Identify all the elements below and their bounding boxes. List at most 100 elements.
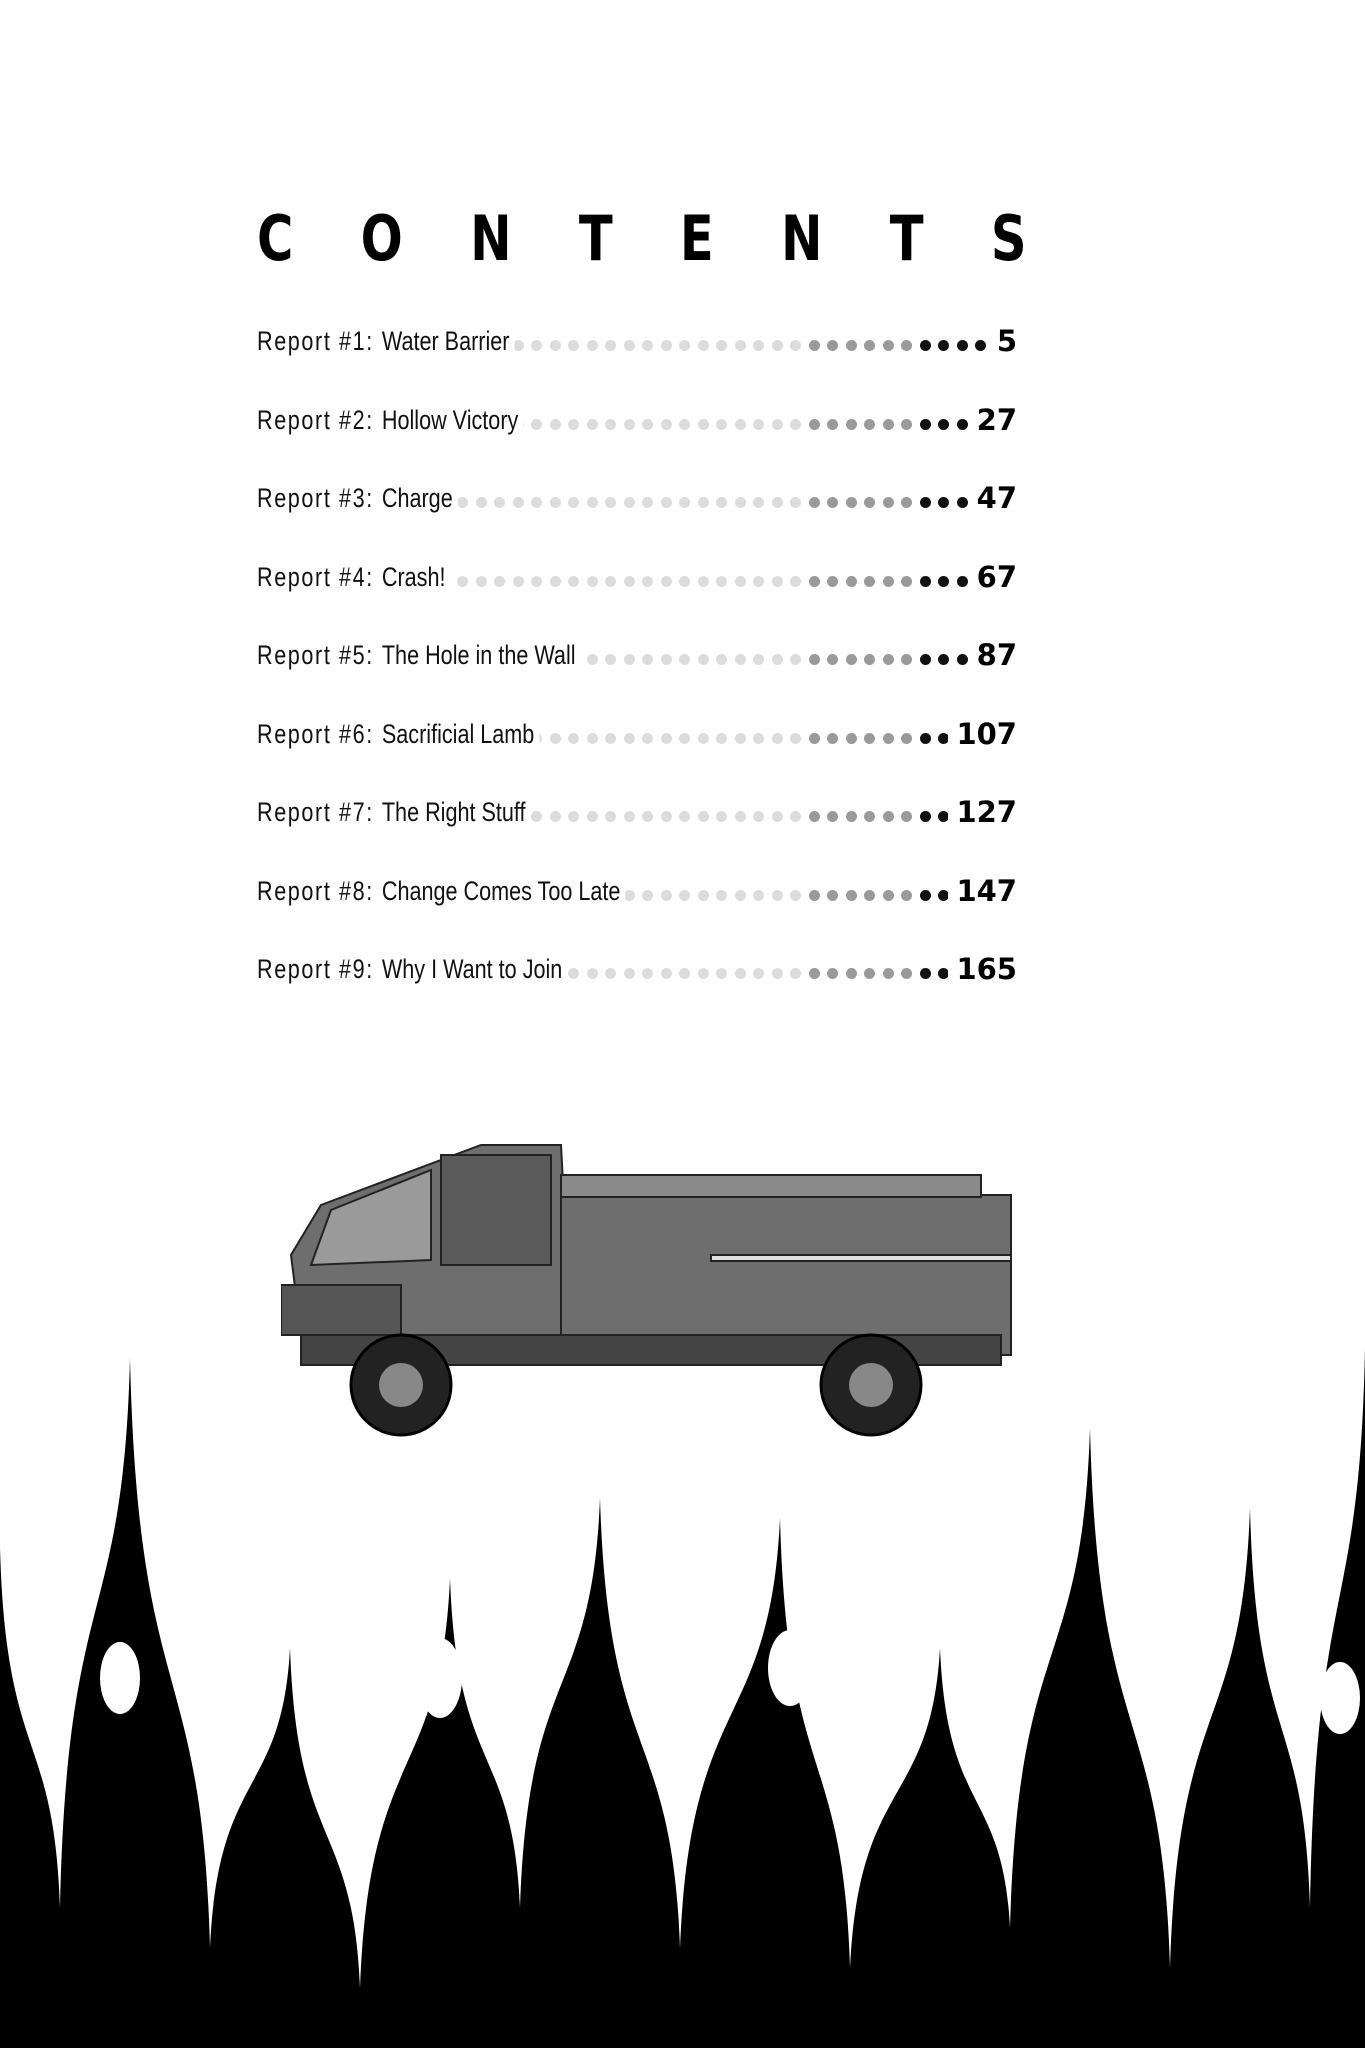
leader-dot — [808, 968, 820, 979]
toc-entry[interactable]: Report #4:Crash! 67 — [257, 556, 1017, 635]
leader-dot — [586, 654, 598, 665]
flames-decoration — [0, 1348, 1365, 2048]
leader-dot — [771, 575, 783, 587]
leader-dot — [882, 497, 894, 508]
leader-dot — [660, 732, 672, 744]
entry-page-number: 127 — [948, 795, 1017, 829]
leader-dot — [771, 968, 783, 979]
leader-dot — [938, 497, 949, 508]
entry-page-number: 107 — [948, 716, 1017, 751]
leader-dot — [808, 497, 820, 508]
leader-dot — [697, 497, 709, 508]
toc-entry[interactable]: Report #5:The Hole in the Wall 87 — [257, 634, 1017, 713]
leader-dot — [938, 732, 949, 744]
toc-entry[interactable]: Report #2:Hollow Victory 27 — [257, 399, 1017, 478]
leader-dot — [845, 418, 857, 430]
leader-dot — [679, 654, 690, 665]
leader-dot — [864, 575, 875, 587]
leader-dot — [790, 654, 801, 665]
leader-dot — [901, 418, 912, 430]
entry-number: Report #3: — [257, 483, 374, 513]
leader-dot — [549, 811, 561, 822]
leader-dot — [679, 811, 690, 822]
heading-letter: T — [889, 202, 924, 275]
leader-dot — [753, 811, 764, 822]
leader-dot — [642, 968, 653, 979]
leader-dot — [919, 497, 931, 508]
leader-dot — [901, 575, 912, 587]
leader-dot — [568, 968, 579, 979]
leader-dot — [531, 418, 542, 430]
leader-dot — [753, 968, 764, 979]
leader-dot — [642, 340, 653, 351]
leader-dot — [623, 889, 635, 901]
leader-dot — [697, 418, 709, 430]
leader-dot — [956, 654, 968, 665]
leader-dot — [901, 968, 912, 979]
leader-dot — [827, 968, 838, 979]
leader-dot — [679, 340, 690, 351]
leader-dot — [845, 654, 857, 665]
leader-dot — [882, 575, 894, 587]
leader-dot — [531, 575, 542, 587]
leader-dot — [697, 654, 709, 665]
leader-dot — [864, 968, 875, 979]
leader-dot — [605, 418, 616, 430]
leader-dot — [753, 497, 764, 508]
leader-dot — [457, 575, 468, 587]
leader-dot — [864, 418, 875, 430]
leader-dot — [901, 340, 912, 351]
leader-dot — [716, 732, 727, 744]
leader-dot — [568, 497, 579, 508]
leader-dot — [734, 575, 746, 587]
leader-dot — [845, 497, 857, 508]
leader-dot — [919, 968, 931, 979]
toc-entry[interactable]: Report #3:Charge 47 — [257, 477, 1017, 556]
leader-dot — [586, 575, 598, 587]
leader-dot — [512, 575, 524, 587]
toc-entry[interactable]: Report #1:Water Barrier 5 — [257, 320, 1017, 399]
toc-entry[interactable]: Report #7:The Right Stuff 127 — [257, 791, 1017, 870]
entry-page-number: 165 — [948, 952, 1017, 986]
leader-dot — [697, 732, 709, 744]
leader-dot — [864, 889, 875, 901]
toc-entry[interactable]: Report #9:Why I Want to Join 165 — [257, 948, 1017, 1027]
toc-entry[interactable]: Report #8:Change Comes Too Late 147 — [257, 870, 1017, 949]
leader-dot — [605, 732, 616, 744]
leader-dot — [697, 340, 709, 351]
entry-number: Report #5: — [257, 640, 374, 670]
leader-dot — [845, 340, 857, 351]
leader-dot — [771, 418, 783, 430]
leader-dot — [734, 654, 746, 665]
leader-dot — [660, 968, 672, 979]
leader-dot — [531, 497, 542, 508]
entry-page-number: 27 — [968, 402, 1017, 437]
toc-entry[interactable]: Report #6:Sacrificial Lamb 107 — [257, 713, 1017, 792]
entry-page-number: 47 — [968, 481, 1017, 515]
leader-dot — [734, 418, 746, 430]
leader-dot — [568, 811, 579, 822]
leader-dot — [864, 811, 875, 822]
leader-dot — [734, 732, 746, 744]
leader-dot — [864, 654, 875, 665]
entry-number: Report #6: — [257, 718, 374, 749]
leader-dot — [568, 418, 579, 430]
leader-dot — [845, 811, 857, 822]
leader-dot — [827, 732, 838, 744]
leader-dot — [512, 340, 524, 351]
leader-dot — [753, 340, 764, 351]
leader-dot — [827, 889, 838, 901]
entry-title: Water Barrier — [381, 326, 510, 356]
leader-dot — [549, 575, 561, 587]
leader-dot — [956, 340, 968, 351]
leader-dot — [679, 968, 690, 979]
leader-dot — [605, 497, 616, 508]
leader-dot — [679, 497, 690, 508]
leader-dot — [642, 575, 653, 587]
leader-dot — [771, 497, 783, 508]
leader-dot — [975, 340, 986, 351]
leader-dot — [716, 340, 727, 351]
leader-dot — [938, 968, 949, 979]
leader-dot — [475, 497, 487, 508]
leader-dot — [771, 654, 783, 665]
